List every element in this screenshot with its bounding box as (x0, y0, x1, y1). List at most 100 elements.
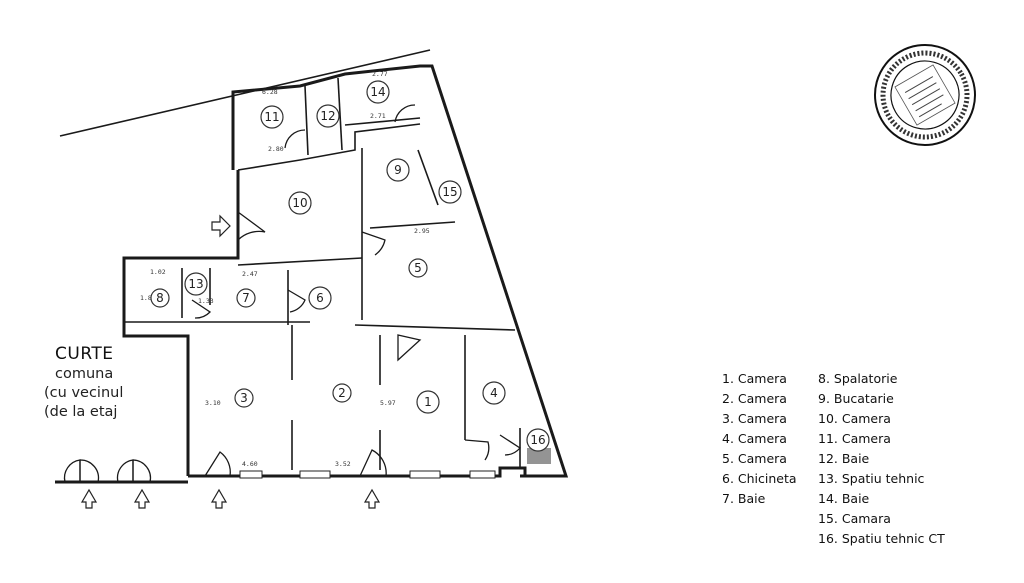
svg-text:11: 11 (264, 110, 279, 124)
legend-item: 10. Camera (818, 411, 891, 426)
room-marker: 15 (438, 180, 462, 204)
legend-item: 15. Camara (818, 511, 891, 526)
legend-item: 11. Camera (818, 431, 891, 446)
wall-14-bottom (344, 117, 421, 126)
gate-2-right (132, 459, 152, 483)
dimension-label: 6.28 (262, 88, 278, 96)
courtyard-title: CURTE (55, 344, 114, 364)
dimension-label: 1.83 (140, 294, 156, 302)
legend-item: 4. Camera (722, 431, 787, 446)
gate-1-left (63, 459, 81, 483)
door-4 (464, 439, 490, 461)
legend-item: 12. Baie (818, 451, 870, 466)
svg-text:2: 2 (338, 386, 346, 400)
wall-11-12 (304, 85, 309, 156)
svg-text:3: 3 (240, 391, 248, 405)
svg-text:4: 4 (490, 386, 498, 400)
svg-text:15: 15 (442, 185, 457, 199)
door-7 (287, 289, 306, 313)
legend-item: 16. Spatiu tehnic CT (818, 531, 945, 546)
wall-10-bottom (237, 257, 363, 266)
window (469, 470, 496, 479)
legend-item: 1. Camera (722, 371, 787, 386)
boundary-line (59, 49, 431, 137)
room-marker: 3 (234, 388, 254, 408)
window (299, 470, 331, 479)
dimension-label: 5.97 (380, 399, 396, 407)
dimension-label: 1.33 (198, 297, 214, 305)
wall-9-5 (369, 221, 456, 229)
outer-wall (231, 64, 569, 478)
legend-item: 8. Spalatorie (818, 371, 898, 386)
room-marker: 16 (526, 428, 550, 452)
legend-item: 3. Camera (722, 411, 787, 426)
legend-item: 5. Camera (722, 451, 787, 466)
courtyard-note-line2-text: cu vecinul (49, 385, 124, 401)
room-marker: 9 (386, 158, 410, 182)
window (409, 470, 441, 479)
hatch-16 (527, 448, 551, 464)
legend-item: 9. Bucatarie (818, 391, 894, 406)
dimension-label: 3.52 (335, 460, 351, 468)
entry-arrow-icon (133, 488, 151, 509)
legend-item: 6. Chicineta (722, 471, 797, 486)
door-13 (191, 299, 212, 319)
legend-item: 2. Camera (722, 391, 787, 406)
legend-item: 14. Baie (818, 491, 870, 506)
room-marker: 6 (308, 286, 332, 310)
door-16 (499, 434, 521, 456)
door-9 (361, 231, 386, 256)
dimension-label: 2.77 (372, 70, 388, 78)
svg-text:10: 10 (292, 196, 307, 210)
svg-text:6: 6 (316, 291, 324, 305)
entry-arrow-icon (363, 488, 381, 509)
svg-text:7: 7 (242, 291, 250, 305)
dimension-label: 2.80 (268, 145, 284, 153)
wall-2-5 (354, 324, 516, 331)
entry-arrow-icon (211, 214, 231, 238)
svg-text:14: 14 (370, 85, 385, 99)
room-marker: 13 (184, 272, 208, 296)
door-10-entry (237, 211, 266, 241)
dimension-label: 2.95 (414, 227, 430, 235)
svg-text:8: 8 (156, 291, 164, 305)
legend-item: 13. Spatiu tehnic (818, 471, 925, 486)
wall-15 (417, 149, 439, 206)
wall-north-rooms (237, 123, 421, 171)
courtyard-note-line3-text: de la etaj (49, 404, 118, 420)
courtyard-note-line1: comuna (55, 366, 114, 382)
window (239, 470, 263, 479)
dimension-label: 4.60 (242, 460, 258, 468)
svg-text:16: 16 (530, 433, 545, 447)
room-marker: 4 (482, 381, 506, 405)
svg-text:1: 1 (424, 395, 432, 409)
room-marker: 10 (288, 191, 312, 215)
wall-12-14 (337, 77, 343, 151)
courtyard-note-line2: (cu vecinul (44, 385, 124, 401)
door-3-exterior (204, 451, 231, 477)
svg-text:9: 9 (394, 163, 402, 177)
room-marker: 2 (332, 383, 352, 403)
outer-wall-bottom (188, 466, 565, 478)
dimension-label: 1.02 (150, 268, 166, 276)
room-marker: 7 (236, 288, 256, 308)
cadastre-stamp (874, 43, 976, 146)
room-marker: 12 (316, 104, 340, 128)
dimension-label: 2.47 (242, 270, 258, 278)
door-14 (394, 104, 416, 123)
dimension-label: 2.71 (370, 112, 386, 120)
room-marker: 14 (366, 80, 390, 104)
dimension-label: 3.10 (205, 399, 221, 407)
legend-right-column: 8. Spalatorie 9. Bucatarie 10. Camera 11… (818, 369, 945, 549)
door-11 (284, 129, 306, 149)
room-marker: 8 (150, 288, 170, 308)
entry-arrow-icon (80, 488, 98, 509)
door-1-corner (397, 334, 422, 362)
room-marker: 5 (408, 258, 428, 278)
svg-text:12: 12 (320, 109, 335, 123)
svg-text:5: 5 (414, 261, 422, 275)
gate-1-right (79, 459, 100, 483)
room-marker: 11 (260, 105, 284, 129)
gate-2-left (116, 459, 134, 483)
